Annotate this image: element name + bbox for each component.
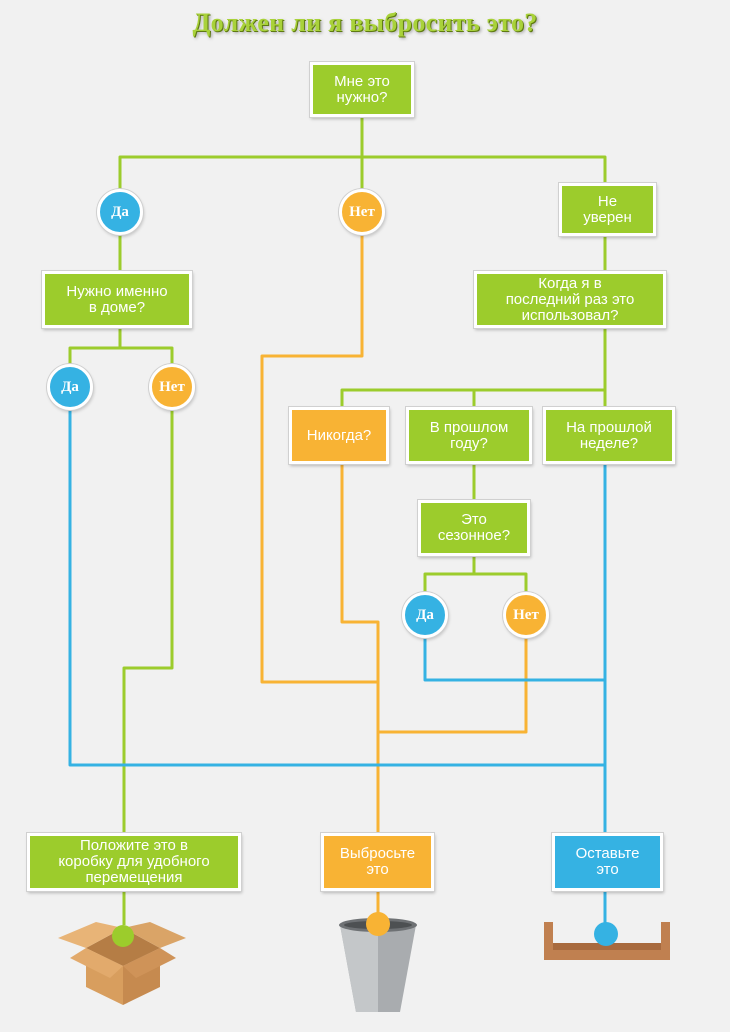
node-need-at-home: Нужно именно в доме? (42, 271, 192, 328)
green-connectors (68, 117, 607, 925)
answer-no-need: Нет (339, 189, 385, 235)
trash-bin-icon (339, 912, 417, 1012)
answer-yes-at-home: Да (47, 364, 93, 410)
answer-no-at-home: Нет (149, 364, 195, 410)
node-unsure: Не уверен (559, 183, 656, 236)
node-last-year: В прошлом году? (406, 407, 532, 464)
node-need-it: Мне это нужно? (310, 62, 414, 117)
orange-connectors (260, 234, 528, 920)
node-last-used: Когда я в последний раз это использовал? (474, 271, 666, 328)
answer-yes-need: Да (97, 189, 143, 235)
outcome-box-it: Положите это в коробку для удобного пере… (27, 833, 241, 891)
node-seasonal: Это сезонное? (418, 500, 530, 556)
page-title: Должен ли я выбросить это? (192, 8, 538, 37)
node-never: Никогда? (289, 407, 389, 464)
shelf-icon (544, 922, 670, 960)
cardboard-box-icon (58, 922, 186, 1005)
answer-no-seasonal: Нет (503, 592, 549, 638)
node-last-week: На прошлой неделе? (543, 407, 675, 464)
outcome-keep: Оставьте это (552, 833, 663, 891)
answer-yes-seasonal: Да (402, 592, 448, 638)
outcome-throw-away: Выбросьте это (321, 833, 434, 891)
blue-connectors (68, 410, 607, 925)
